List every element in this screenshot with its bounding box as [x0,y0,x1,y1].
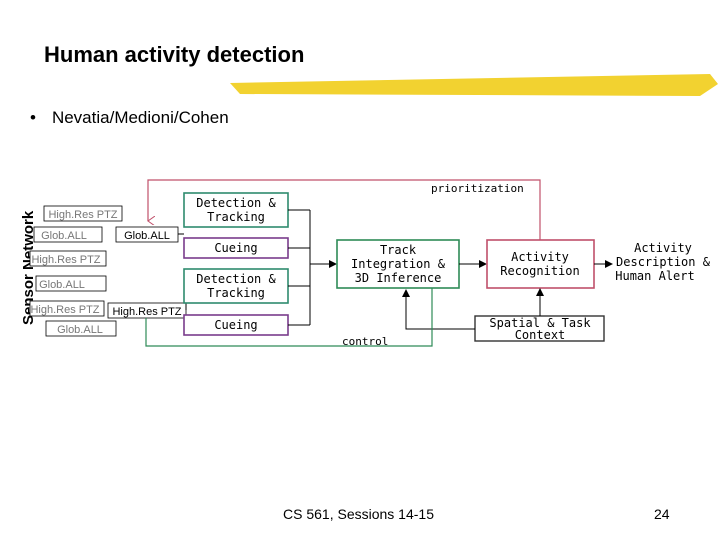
camera-box-1: High.Res PTZ [43,205,123,222]
camera-box-3: High.Res PTZ [29,250,107,267]
camera-box-5: High.Res PTZ [29,300,105,317]
track-integration-box: Track Integration & 3D Inference [336,239,460,289]
page-number: 24 [654,506,670,522]
detection-tracking-box-1: Detection & Tracking [183,192,289,228]
control-label: control [342,335,388,348]
context-box-line1: Spatial & Task [489,316,591,330]
camera-label-3: High.Res PTZ [31,254,100,266]
control-feedback-line [145,288,433,347]
link-label-top: Glob.ALL [124,230,170,242]
activity-box-line1: Activity [511,250,569,264]
link-label-bottom: High.Res PTZ [112,306,181,318]
cueing-box-1: Cueing [183,237,289,259]
camera-label-4: Glob.ALL [39,279,85,291]
track-box-line2: Integration & [351,257,446,271]
prioritization-feedback-line [148,179,541,240]
camera-label-2: Glob.ALL [41,230,87,242]
bullet-item: • Nevatia/Medioni/Cohen [30,108,229,128]
track-box-line3: 3D Inference [355,271,442,285]
camera-box-4: Glob.ALL [35,275,107,292]
bus-connectors [288,209,337,326]
link-box-bottom: High.Res PTZ [107,302,187,319]
camera-box-2: Glob.ALL [33,226,103,243]
camera-label-1: High.Res PTZ [48,209,117,221]
context-box-line2: Context [515,328,566,342]
arrow-context-to-track [402,289,475,330]
track-box-line1: Track [380,243,417,257]
link-box-top: Glob.ALL [115,226,179,243]
slide-title: Human activity detection [44,42,305,67]
activity-box-line2: Recognition [500,264,579,278]
footer-course: CS 561, Sessions 14-15 [283,506,434,522]
camera-box-6: Glob.ALL [45,320,117,337]
bullet-dot-icon: • [30,108,36,127]
cueing-box-1-label: Cueing [214,241,257,255]
detection-box-1-line2: Tracking [207,210,265,224]
spatial-task-context-box: Spatial & Task Context [474,315,605,342]
title-underline-bar [230,74,718,96]
cueing-box-2: Cueing [183,314,289,336]
output-line3: Human Alert [615,269,694,283]
detection-box-2-line2: Tracking [207,286,265,300]
detection-tracking-box-2: Detection & Tracking [183,268,289,304]
prioritization-label: prioritization [431,182,524,195]
sensor-network-label: Sensor Network [20,210,37,325]
camera-label-5: High.Res PTZ [30,304,99,316]
activity-recognition-box: Activity Recognition [486,239,595,289]
output-line1: Activity [634,241,692,255]
detection-box-1-line1: Detection & [196,196,276,210]
cueing-box-2-label: Cueing [214,318,257,332]
bullet-text: Nevatia/Medioni/Cohen [51,108,229,127]
camera-label-6: Glob.ALL [57,324,103,336]
detection-box-2-line1: Detection & [196,272,276,286]
output-line2: Description & [616,255,711,269]
